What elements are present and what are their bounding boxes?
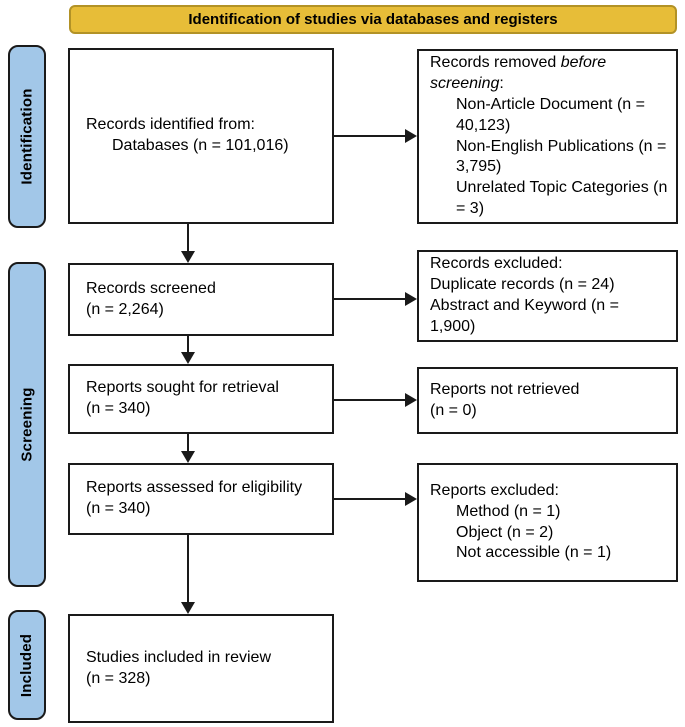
arrow-line: [334, 399, 407, 401]
box-records-identified: Records identified from: Databases (n = …: [68, 48, 334, 224]
records-removed-item: Non-English Publications (n = 3,795): [456, 137, 667, 176]
arrow-head-icon: [181, 602, 195, 614]
records-removed-item: Non-Article Document (n = 40,123): [456, 95, 645, 134]
arrow-line: [187, 434, 189, 453]
reports-excluded-item: Method (n = 1): [456, 502, 561, 520]
records-removed-lead-normal: Records removed: [430, 54, 561, 72]
reports-not-retrieved-line2: (n = 0): [430, 401, 477, 419]
arrow-head-icon: [405, 292, 417, 306]
reports-sought-line1: Reports sought for retrieval: [86, 379, 279, 397]
box-studies-included: Studies included in review (n = 328): [68, 614, 334, 723]
records-removed-lead-italic: before screening: [430, 54, 607, 93]
reports-excluded-item: Not accessible (n = 1): [456, 544, 612, 562]
header-banner: Identification of studies via databases …: [69, 5, 677, 34]
arrow-head-icon: [405, 129, 417, 143]
records-screened-line1: Records screened: [86, 279, 216, 297]
records-removed-item: Unrelated Topic Categories (n = 3): [456, 179, 668, 217]
stage-ribbon-identification: Identification: [8, 45, 46, 228]
reports-assessed-line2: (n = 340): [86, 500, 151, 517]
reports-sought-line2: (n = 340): [86, 400, 151, 417]
records-excluded-title: Records excluded:: [430, 255, 563, 273]
stage-label-included: Included: [18, 633, 36, 697]
header-title: Identification of studies via databases …: [188, 11, 558, 28]
box-records-excluded: Records excluded: Duplicate records (n =…: [417, 250, 678, 342]
studies-included-line1: Studies included in review: [86, 648, 271, 666]
arrow-head-icon: [405, 492, 417, 506]
records-identified-line2: Databases (n = 101,016): [112, 137, 289, 154]
stage-label-screening: Screening: [18, 387, 36, 462]
arrow-head-icon: [405, 393, 417, 407]
box-records-screened: Records screened (n = 2,264): [68, 263, 334, 336]
reports-excluded-item: Object (n = 2): [456, 523, 554, 541]
reports-assessed-line1: Reports assessed for eligibility: [86, 479, 303, 497]
studies-included-line2: (n = 328): [86, 669, 151, 687]
box-records-removed: Records removed before screening: Non-Ar…: [417, 49, 678, 224]
arrow-head-icon: [181, 251, 195, 263]
stage-ribbon-included: Included: [8, 610, 46, 720]
arrow-line: [334, 135, 407, 137]
box-reports-not-retrieved: Reports not retrieved (n = 0): [417, 367, 678, 434]
records-identified-line1: Records identified from:: [86, 116, 255, 134]
arrow-line: [187, 224, 189, 253]
arrow-line: [187, 535, 189, 604]
arrow-line: [334, 298, 407, 300]
records-removed-lead: Records removed before screening:: [430, 53, 668, 95]
records-screened-line2: (n = 2,264): [86, 300, 164, 318]
box-reports-excluded: Reports excluded: Method (n = 1) Object …: [417, 463, 678, 582]
reports-not-retrieved-line1: Reports not retrieved: [430, 380, 580, 398]
arrow-line: [187, 336, 189, 354]
records-excluded-item: Abstract and Keyword (n = 1,900): [430, 297, 619, 335]
box-reports-assessed: Reports assessed for eligibility (n = 34…: [68, 463, 334, 535]
records-removed-lead-end: :: [499, 75, 504, 93]
arrow-line: [334, 498, 407, 500]
stage-label-identification: Identification: [18, 88, 36, 185]
reports-excluded-title: Reports excluded:: [430, 481, 559, 499]
stage-ribbon-screening: Screening: [8, 262, 46, 587]
box-reports-sought: Reports sought for retrieval (n = 340): [68, 364, 334, 434]
arrow-head-icon: [181, 352, 195, 364]
records-excluded-item: Duplicate records (n = 24): [430, 276, 615, 294]
arrow-head-icon: [181, 451, 195, 463]
